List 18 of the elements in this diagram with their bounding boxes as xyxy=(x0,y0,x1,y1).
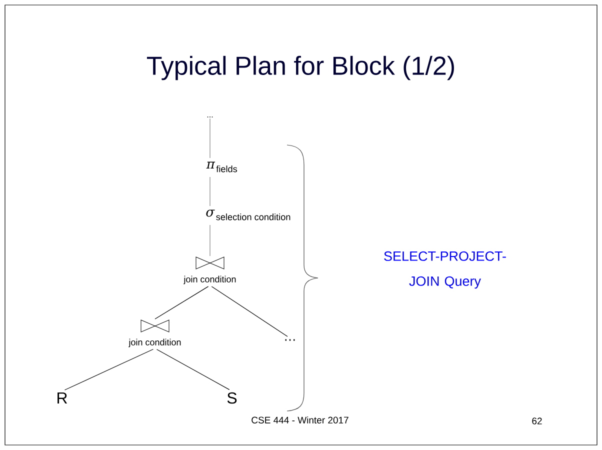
ellipsis-label: ... xyxy=(207,116,213,118)
operator-label: $\sigma_{\text{selection condition}}$ xyxy=(206,210,290,220)
connector-line xyxy=(64,348,154,390)
node-label: join condition xyxy=(128,338,181,348)
ellipsis-label: … xyxy=(285,339,295,341)
join-operator: join condition xyxy=(128,320,181,348)
connector-line xyxy=(156,349,230,390)
node-label: join condition xyxy=(184,276,236,284)
page-number: 62 xyxy=(532,418,542,424)
connector-line xyxy=(154,286,209,320)
footer-text: CSE 444 - Winter 2017 xyxy=(252,416,348,424)
connector-line xyxy=(211,286,288,337)
query-label: SELECT-PROJECT-JOIN Query xyxy=(384,251,506,289)
join-operator: join condition xyxy=(184,256,236,284)
relation-label: R xyxy=(58,392,68,404)
operator-label: $\boldsymbol{\pi}_{\text{fields}}$ xyxy=(206,162,238,172)
title: Typical Plan for Block (1/2) xyxy=(146,56,454,80)
relation-label: S xyxy=(227,392,237,404)
